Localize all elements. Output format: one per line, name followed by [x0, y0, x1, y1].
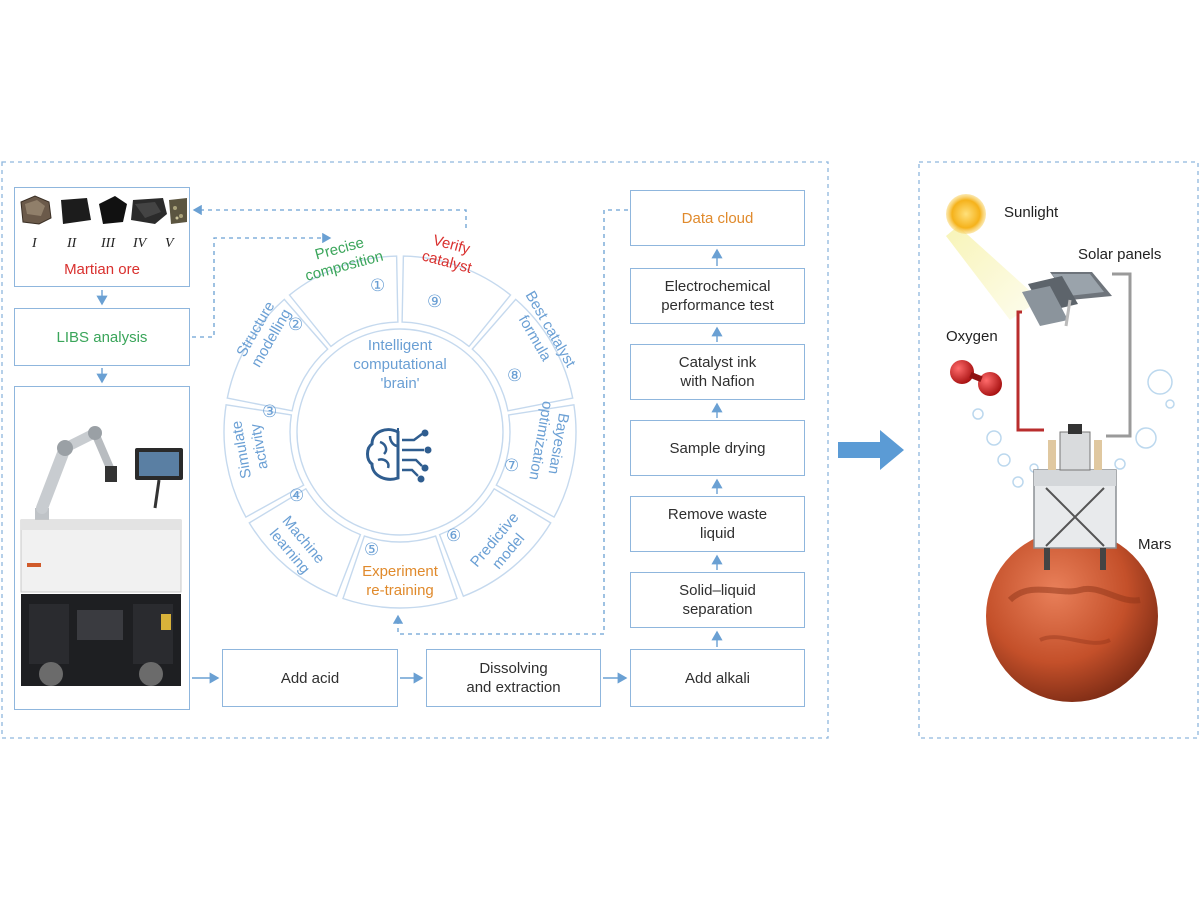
ring-segment — [438, 487, 552, 598]
electrochem-label: Electrochemical performance test — [661, 278, 774, 314]
ring-num-3: ③ — [262, 402, 278, 421]
libs-analysis-label: LIBS analysis — [56, 328, 148, 346]
mars-frame — [918, 161, 1199, 739]
ring-segment — [342, 535, 458, 609]
remove-waste-box: Remove waste liquid — [630, 496, 805, 552]
ring-segment — [495, 403, 577, 519]
sunlight-label: Sunlight — [1004, 204, 1059, 221]
dashed-verify-to-ore — [192, 204, 467, 228]
ore-samples-icon — [20, 195, 187, 225]
sample-drying-label: Sample drying — [669, 439, 766, 457]
ring-text-5: Experiment re-training — [362, 563, 438, 599]
ring-num-5: ⑤ — [364, 540, 380, 559]
sunbeam — [946, 226, 1040, 320]
ring-num-8: ⑧ — [507, 366, 523, 385]
ore-numeral-1: I — [32, 236, 37, 251]
electrochem-box: Electrochemical performance test — [630, 268, 805, 324]
ring-segment — [471, 298, 574, 412]
add-acid-label: Add acid — [280, 669, 340, 687]
ore-numeral-2: II — [67, 236, 77, 251]
wire-grey — [1106, 272, 1132, 438]
dashed-cloud-to-retrain — [392, 209, 628, 635]
libs-analysis-box: LIBS analysis — [14, 308, 190, 366]
data-cloud-box: Data cloud — [630, 190, 805, 246]
dissolving-box: Dissolving and extraction — [426, 649, 601, 707]
sun-icon — [946, 194, 986, 234]
mars-planet-icon — [986, 530, 1158, 702]
big-arrow-icon — [838, 430, 904, 470]
data-cloud-label: Data cloud — [681, 209, 754, 227]
electrolysis-device-icon — [1033, 424, 1117, 570]
robot-arm-icon — [35, 426, 117, 538]
ring-segment — [226, 298, 329, 412]
ring-segment — [248, 487, 362, 598]
catalyst-ink-box: Catalyst ink with Nafion — [630, 344, 805, 400]
ring-segment — [288, 255, 399, 348]
solid-liquid-label: Solid–liquid separation — [679, 582, 756, 618]
martian-ore-box: I II III IV V Martian ore — [14, 187, 190, 287]
ring-num-9: ⑨ — [427, 292, 443, 311]
add-alkali-label: Add alkali — [684, 669, 751, 687]
remove-waste-label: Remove waste liquid — [667, 506, 768, 542]
oxygen-label: Oxygen — [946, 328, 998, 345]
ring-num-1: ① — [370, 276, 386, 295]
ring-segment — [223, 403, 305, 519]
ore-numeral-5: V — [165, 236, 174, 251]
brain-circuit-icon — [366, 428, 432, 483]
ring-label-5: Experiment re-training — [340, 562, 460, 600]
add-alkali-box: Add alkali — [630, 649, 805, 707]
solid-liquid-box: Solid–liquid separation — [630, 572, 805, 628]
main-frame — [1, 161, 829, 739]
ore-numeral-3: III — [101, 236, 115, 251]
oxygen-molecule-icon — [950, 360, 1002, 396]
ring-num-6: ⑥ — [446, 526, 462, 545]
add-acid-box: Add acid — [222, 649, 398, 707]
ore-numeral-4: IV — [133, 236, 147, 251]
ring-num-2: ② — [288, 315, 304, 334]
robot-station-box — [14, 386, 190, 710]
dashed-libs-to-brain — [192, 232, 332, 338]
dissolving-label: Dissolving and extraction — [466, 660, 561, 696]
brain-inner-circle — [296, 328, 504, 536]
ring-num-4: ④ — [289, 486, 305, 505]
workstation-icon — [20, 426, 183, 686]
ring-segment — [401, 255, 512, 348]
brain-center-label: Intelligent computational 'brain' — [353, 337, 447, 392]
solar-panel-icon — [1022, 272, 1112, 327]
ring-num-7: ⑦ — [504, 456, 520, 475]
catalyst-ink-label: Catalyst ink with Nafion — [678, 354, 757, 390]
wire-red — [1016, 310, 1044, 432]
solar-panels-label: Solar panels — [1078, 246, 1162, 263]
martian-ore-label: Martian ore — [64, 261, 140, 278]
sample-drying-box: Sample drying — [630, 420, 805, 476]
mars-label: Mars — [1138, 536, 1172, 553]
